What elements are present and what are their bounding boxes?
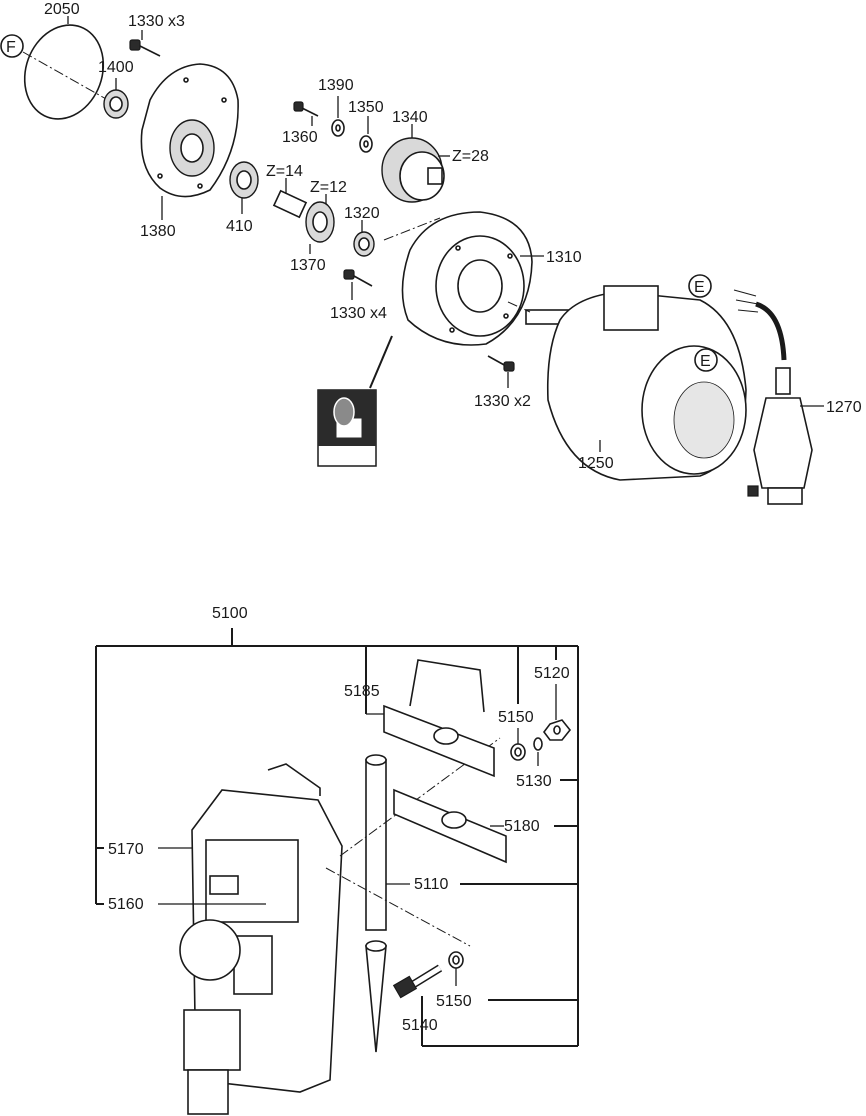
label-1310: 1310 xyxy=(546,249,582,266)
shaft-gear-1370 xyxy=(272,189,335,243)
callout-e-cable: E xyxy=(688,274,712,298)
switch-box-5170 xyxy=(179,763,343,1115)
label-1400: 1400 xyxy=(98,59,134,76)
bracket-top-5185 xyxy=(383,659,495,778)
label-1360: 1360 xyxy=(282,129,318,146)
screw-1360 xyxy=(293,101,319,117)
label-1350: 1350 xyxy=(348,99,384,116)
protective-gloves-icon xyxy=(317,389,377,467)
bearing-1320 xyxy=(353,231,375,257)
washer-1390 xyxy=(331,119,345,137)
callout-e-motor: E xyxy=(694,348,718,372)
label-5130: 5130 xyxy=(516,773,552,790)
motor-cable xyxy=(733,289,787,361)
label-5185: 5185 xyxy=(344,683,380,700)
label-1380: 1380 xyxy=(140,223,176,240)
gasket-2050 xyxy=(23,24,105,120)
gear-housing-1310 xyxy=(401,211,533,346)
label-410: 410 xyxy=(226,218,253,235)
motor-1250 xyxy=(525,285,747,481)
bearing-1400 xyxy=(103,89,129,119)
label-z14: Z=14 xyxy=(266,163,303,180)
label-5100: 5100 xyxy=(212,605,248,622)
label-1370: 1370 xyxy=(290,257,326,274)
label-5160: 5160 xyxy=(108,896,144,913)
label-5110: 5110 xyxy=(414,876,449,893)
label-5120: 5120 xyxy=(534,665,570,682)
label-1270: 1270 xyxy=(826,399,862,416)
label-1340: 1340 xyxy=(392,109,428,126)
label-1390: 1390 xyxy=(318,77,354,94)
label-1320: 1320 xyxy=(344,205,380,222)
screw-1330-x3 xyxy=(129,39,161,57)
label-5180: 5180 xyxy=(504,818,540,835)
label-1250: 1250 xyxy=(578,455,614,472)
label-5150-bottom: 5150 xyxy=(436,993,472,1010)
bolt-5140 xyxy=(392,964,443,999)
label-5140: 5140 xyxy=(402,1017,438,1034)
label-z28: Z=28 xyxy=(452,148,489,165)
gear-housing-cover-1380 xyxy=(140,63,239,198)
label-5170: 5170 xyxy=(108,841,144,858)
callout-f: F xyxy=(0,34,24,58)
washer-5150-top xyxy=(510,743,526,761)
label-5150-top: 5150 xyxy=(498,709,534,726)
bearing-410 xyxy=(229,161,259,199)
svg-text:F: F xyxy=(6,39,16,56)
spring-washer-5130 xyxy=(533,737,543,751)
assembly-bracket-5100 xyxy=(95,628,579,1046)
washer-5150-bottom xyxy=(448,951,464,969)
svg-text:E: E xyxy=(700,353,711,370)
screw-1330-x2 xyxy=(487,355,515,372)
label-2050: 2050 xyxy=(44,1,80,18)
screw-1330-x4 xyxy=(343,269,373,287)
gear-1340 xyxy=(381,137,445,203)
svg-text:E: E xyxy=(694,279,705,296)
label-z12: Z=12 xyxy=(310,179,347,196)
label-1330-x4: 1330 x4 xyxy=(330,305,387,322)
nut-5120 xyxy=(543,719,572,741)
rod-5110 xyxy=(365,754,387,1053)
label-1330-x2: 1330 x2 xyxy=(474,393,531,410)
bracket-bottom-5180 xyxy=(393,788,507,864)
label-1330-x3: 1330 x3 xyxy=(128,13,185,30)
washer-1350 xyxy=(359,135,373,153)
cable-gland-1270 xyxy=(747,367,813,505)
